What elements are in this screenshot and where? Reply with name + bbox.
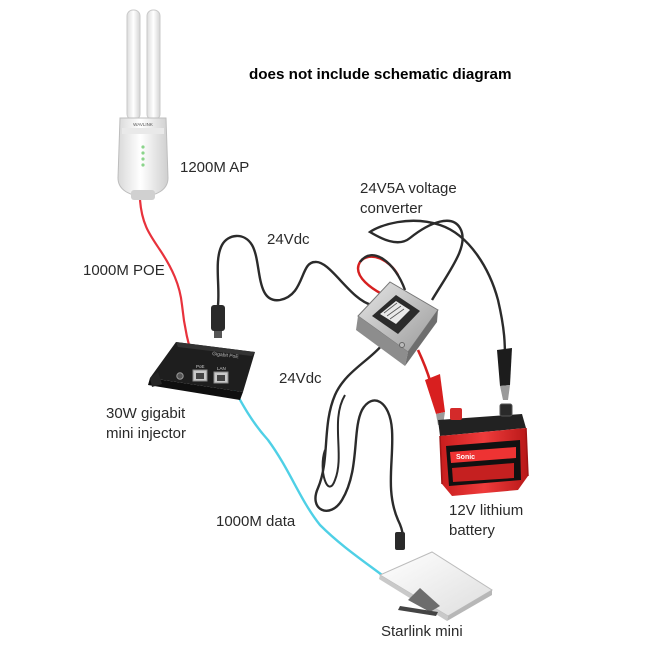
battery-positive-terminal	[450, 408, 462, 420]
dc-output-cable	[314, 344, 404, 549]
poe-cable	[138, 199, 197, 367]
dc-input-label: 24Vdc	[267, 231, 310, 248]
starlink-label: Starlink mini	[381, 623, 463, 640]
red-alligator-clip	[425, 374, 445, 425]
black-lead-positive	[359, 254, 407, 291]
starlink-mini	[378, 551, 493, 621]
converter-label-line1: 24V5A voltage	[360, 180, 457, 197]
dish-plug	[395, 532, 405, 550]
voltage-converter	[356, 281, 439, 366]
injector-label-line1: 30W gigabit	[106, 405, 186, 422]
black-lead-to-battery	[367, 219, 507, 361]
dc-barrel-plug	[211, 305, 225, 331]
dc-barrel-tip	[214, 331, 222, 338]
ap-label: 1200M AP	[180, 159, 249, 176]
access-point: WAVLINK	[117, 9, 169, 200]
injector-lan-port-label: LAN	[217, 366, 226, 371]
injector-dc-jack	[176, 372, 184, 380]
battery-brand: Sonic	[456, 454, 475, 461]
converter-label-line2: converter	[360, 200, 423, 217]
ap-status-leds	[141, 145, 145, 167]
injector-top-text: Gigabit PoE	[212, 351, 240, 360]
poe-cable-label: 1000M POE	[83, 262, 165, 279]
battery: Sonic	[438, 403, 529, 496]
data-cable	[226, 377, 383, 576]
poe-injector: Gigabit PoE PoE LAN	[148, 342, 255, 400]
ap-badge: WAVLINK	[133, 122, 153, 127]
dc-output-cable-loop	[321, 394, 346, 488]
injector-poe-port-label: PoE	[196, 364, 205, 369]
note-text: does not include schematic diagram	[249, 66, 511, 83]
battery-negative-terminal	[499, 403, 513, 417]
black-alligator-clip	[497, 348, 512, 400]
dc-output-label: 24Vdc	[279, 370, 322, 387]
battery-label-line2: battery	[449, 522, 495, 539]
injector-label-line2: mini injector	[106, 425, 186, 442]
data-cable-label: 1000M data	[216, 513, 296, 530]
dc-input-cable	[216, 234, 373, 307]
battery-label-line1: 12V lithium	[449, 502, 523, 519]
